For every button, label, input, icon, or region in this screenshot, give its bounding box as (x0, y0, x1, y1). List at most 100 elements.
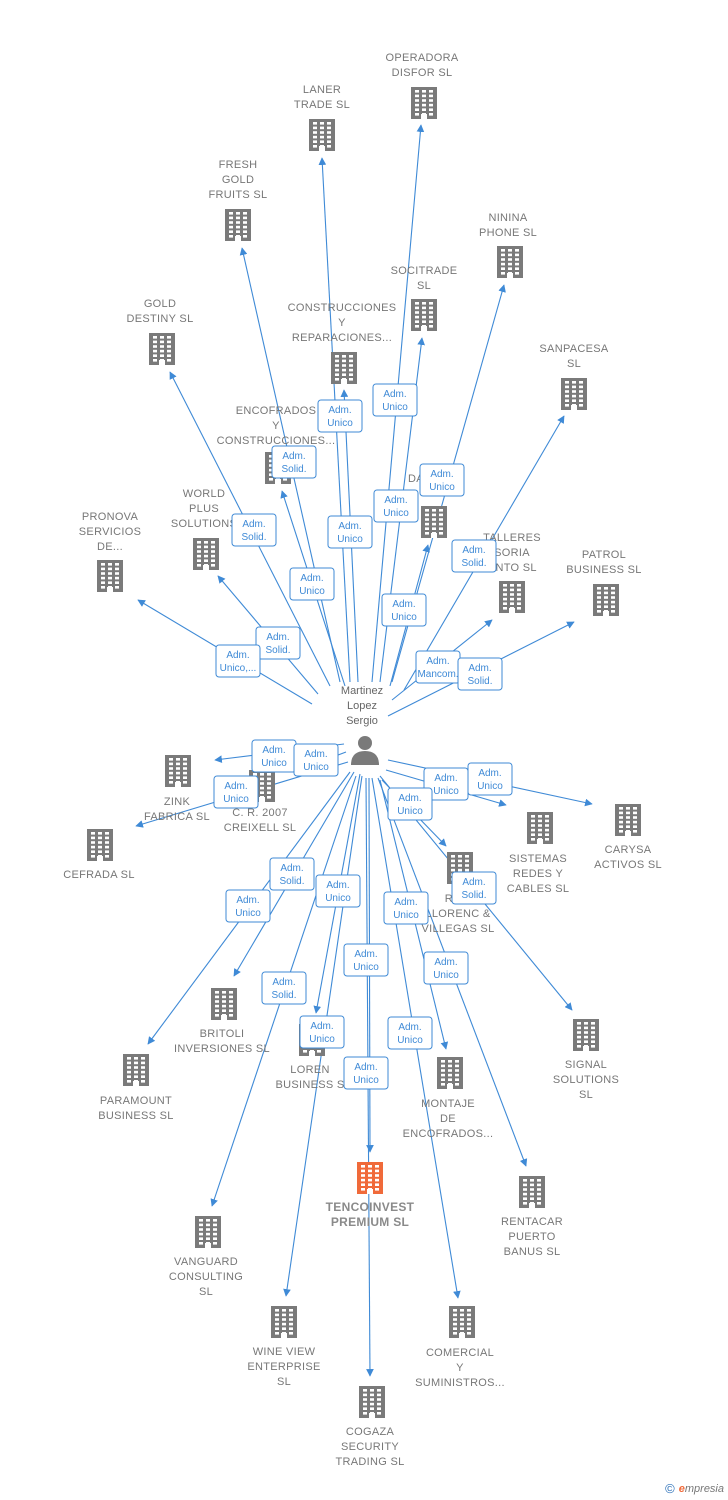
building-icon[interactable] (437, 1057, 463, 1089)
building-icon[interactable] (561, 378, 587, 410)
role-badge[interactable]: Adm.Unico (293, 743, 339, 777)
role-badge[interactable]: Adm.Unico (372, 383, 418, 417)
building-icon[interactable] (357, 1162, 383, 1194)
role-badge[interactable]: Adm.Unico (383, 891, 429, 925)
role-badge[interactable]: Adm.Unico (317, 399, 363, 433)
role-badge[interactable]: Adm.Unico (315, 874, 361, 908)
role-badge[interactable]: Adm.Unico (423, 951, 469, 985)
role-badge[interactable]: Adm.Unico (387, 787, 433, 821)
building-icon[interactable] (411, 299, 437, 331)
role-badge-text: Adm.Solid. (461, 545, 486, 569)
building-icon[interactable] (165, 755, 191, 787)
building-icon[interactable] (593, 584, 619, 616)
role-badge[interactable]: Adm.Unico (467, 762, 513, 796)
role-badge[interactable]: Adm.Unico (387, 1016, 433, 1050)
role-badge[interactable]: Adm.Unico (419, 463, 465, 497)
role-badge[interactable]: Adm.Unico (381, 593, 427, 627)
role-badge[interactable]: Adm.Unico (289, 567, 335, 601)
building-icon[interactable] (149, 333, 175, 365)
building-icon[interactable] (499, 581, 525, 613)
role-badge-text: Adm.Unico (299, 573, 325, 597)
company-node-cefrada[interactable]: CEFRADA SL (63, 829, 134, 881)
building-icon[interactable] (411, 87, 437, 119)
role-badge[interactable]: Adm.Unico (343, 943, 389, 977)
role-badge[interactable]: Adm.Solid. (457, 657, 503, 691)
building-icon[interactable] (421, 506, 447, 538)
building-icon[interactable] (193, 538, 219, 570)
role-badge[interactable]: Adm.Unico (343, 1056, 389, 1090)
building-icon[interactable] (573, 1019, 599, 1051)
role-badge-text: Adm.Unico (309, 1021, 335, 1045)
role-badge[interactable]: Adm.Solid. (451, 871, 497, 905)
building-icon[interactable] (123, 1054, 149, 1086)
role-badge[interactable]: Adm.Solid. (269, 857, 315, 891)
building-icon[interactable] (615, 804, 641, 836)
building-icon[interactable] (97, 560, 123, 592)
role-badge[interactable]: Adm.Solid. (451, 539, 497, 573)
building-icon[interactable] (527, 812, 553, 844)
building-icon[interactable] (87, 829, 113, 861)
building-icon[interactable] (271, 1306, 297, 1338)
role-badge[interactable]: Adm.Unico,... (215, 644, 261, 678)
building-icon[interactable] (331, 352, 357, 384)
role-badge[interactable]: Adm.Unico (327, 515, 373, 549)
role-badge[interactable]: Adm.Unico (225, 889, 271, 923)
building-icon[interactable] (211, 988, 237, 1020)
building-icon[interactable] (359, 1386, 385, 1418)
role-badge[interactable]: Adm.Unico (213, 775, 259, 809)
person-icon[interactable] (351, 736, 379, 765)
building-icon[interactable] (519, 1176, 545, 1208)
role-badge[interactable]: Adm.Unico (299, 1015, 345, 1049)
role-badge[interactable]: Adm.Solid. (231, 513, 277, 547)
building-icon[interactable] (449, 1306, 475, 1338)
footer-brand[interactable]: © empresia (665, 1481, 724, 1496)
role-badge[interactable]: Adm.Unico (373, 489, 419, 523)
building-icon[interactable] (309, 119, 335, 151)
role-badge[interactable]: Adm.Unico (251, 739, 297, 773)
role-badge-text: Adm.Solid. (467, 663, 492, 687)
building-icon[interactable] (225, 209, 251, 241)
role-badge[interactable]: Adm.Solid. (261, 971, 307, 1005)
role-badge[interactable]: Adm.Mancom. (415, 650, 461, 684)
role-badge-text: Adm.Unico (353, 949, 379, 973)
building-icon[interactable] (195, 1216, 221, 1248)
role-badge-text: Adm.Unico (429, 469, 455, 493)
building-icon[interactable] (497, 246, 523, 278)
role-badge[interactable]: Adm.Solid. (255, 626, 301, 660)
role-badge[interactable]: Adm.Unico (423, 767, 469, 801)
role-badge[interactable]: Adm.Solid. (271, 445, 317, 479)
role-badge-text: Adm.Unico (327, 405, 353, 429)
